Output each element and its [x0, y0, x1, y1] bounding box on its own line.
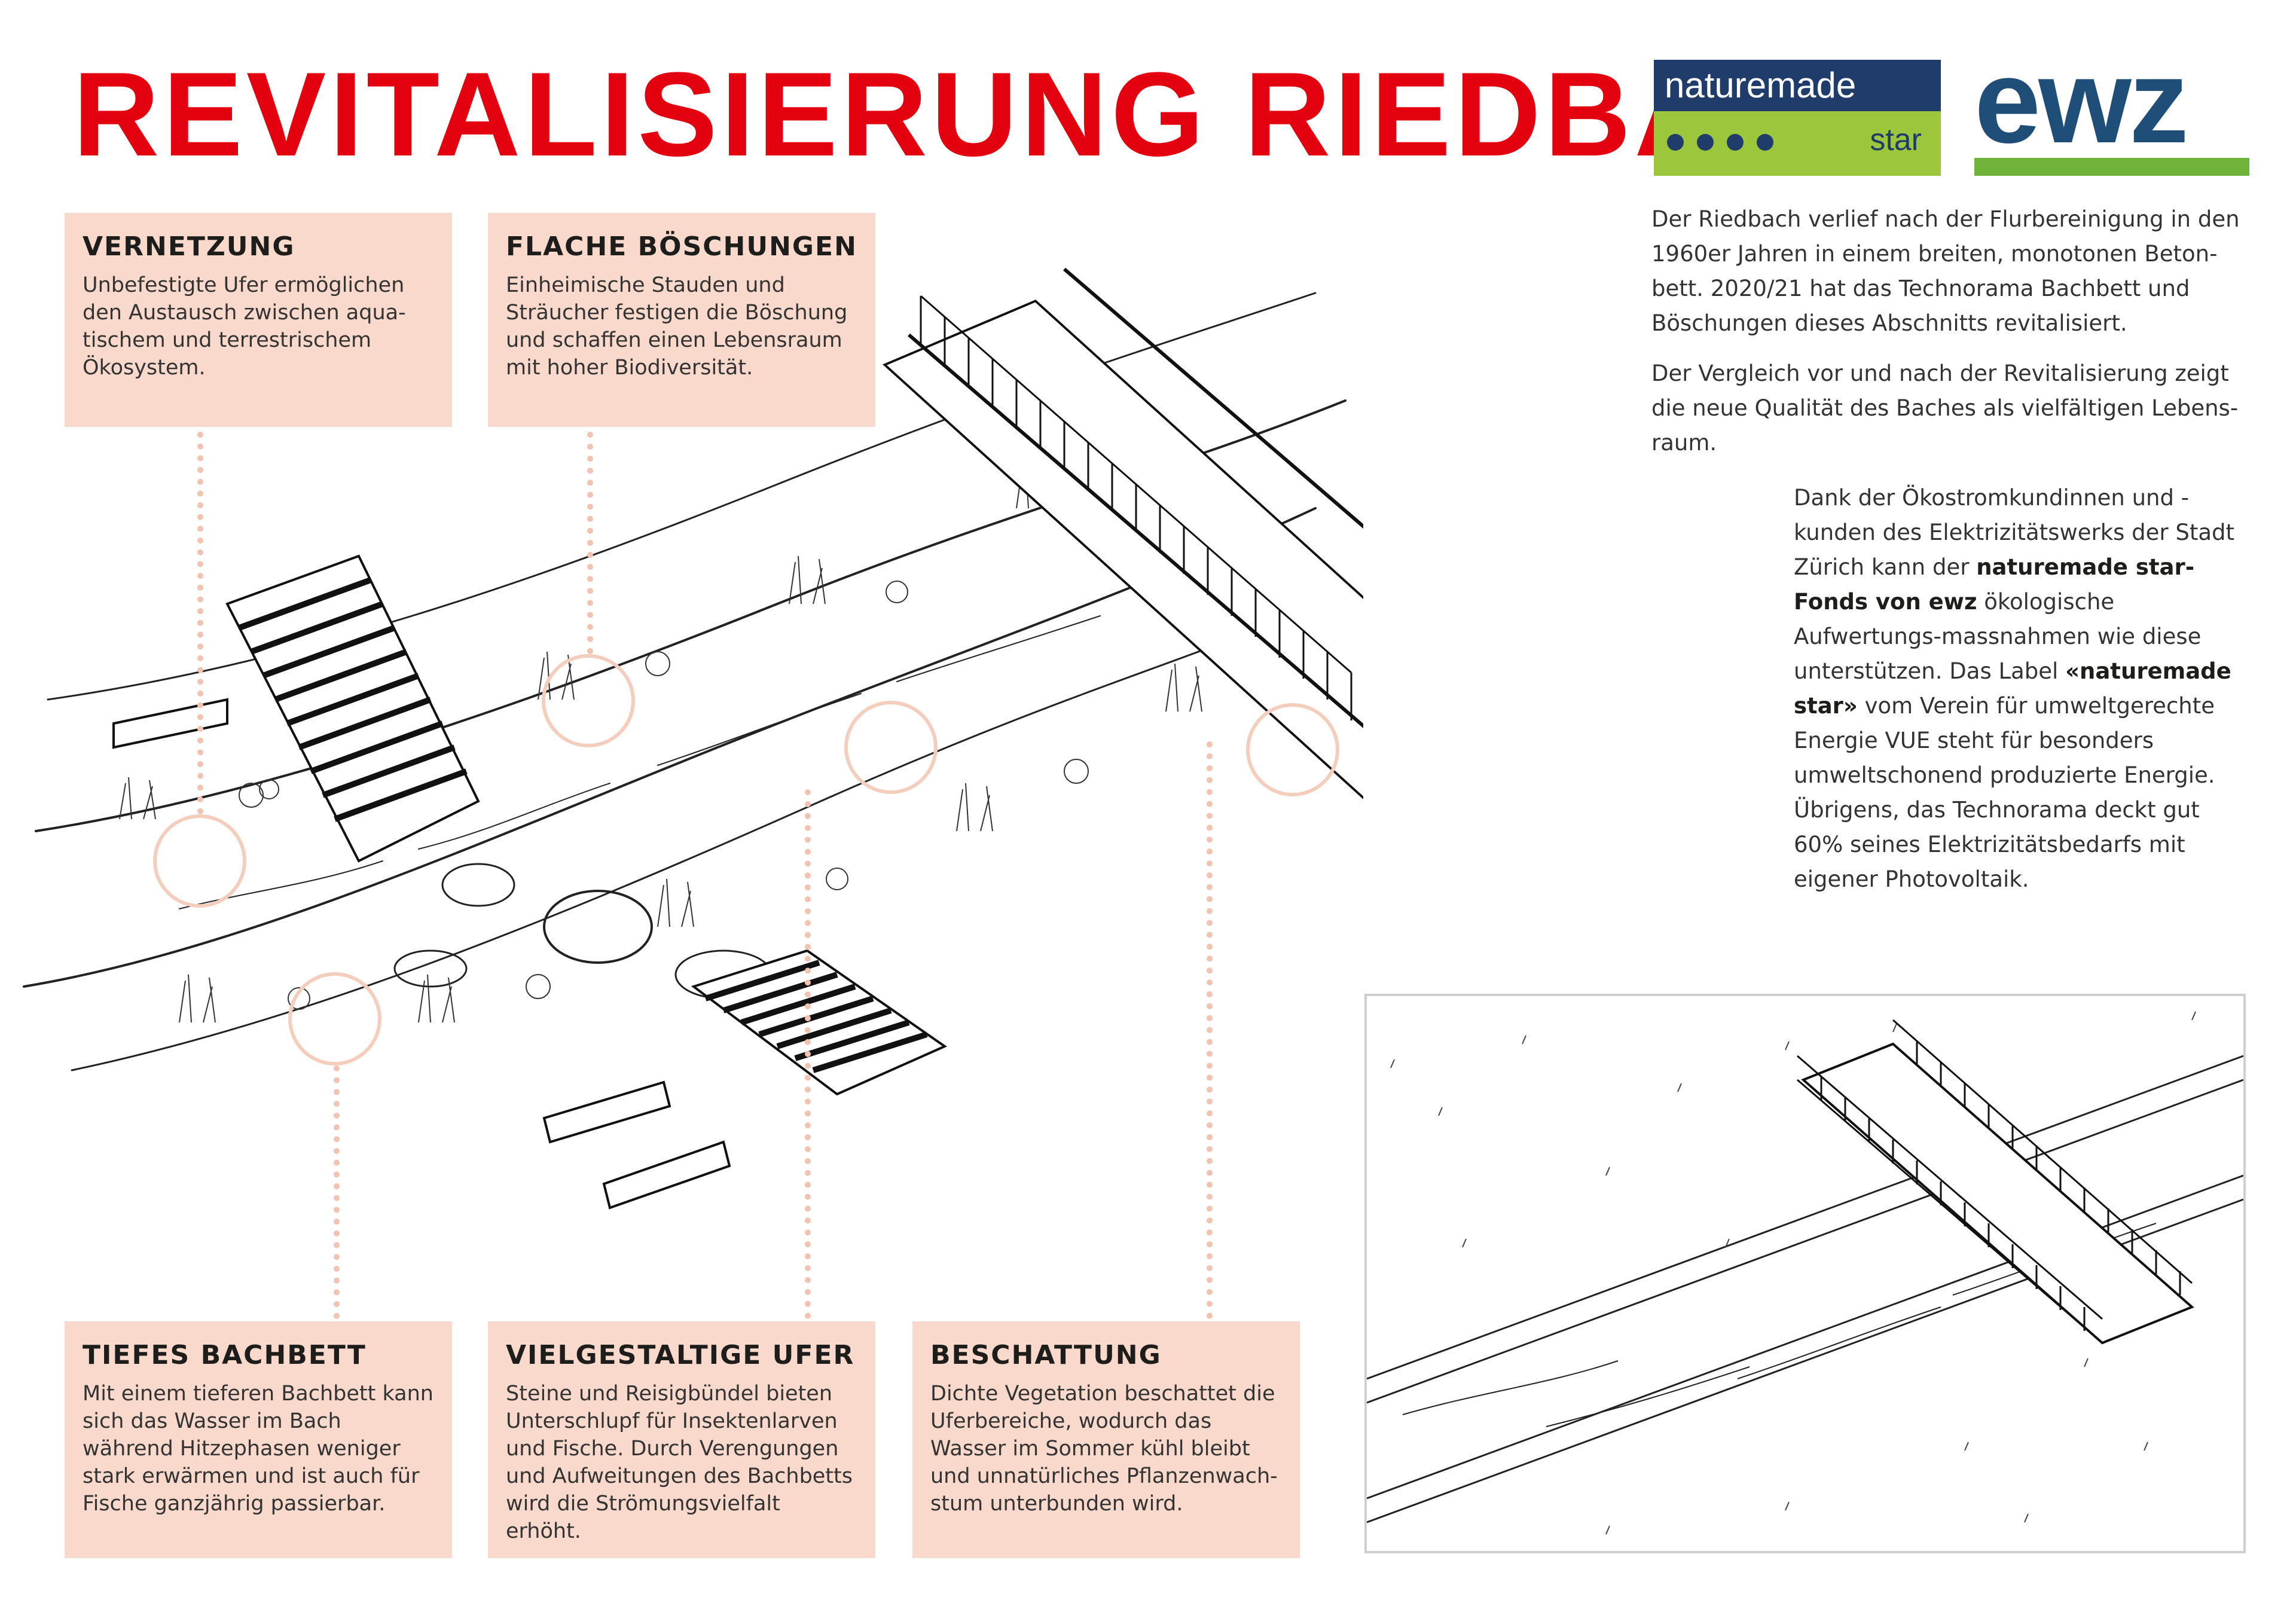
card-text: Mit einem tieferen Bachbett kann sich da…	[83, 1382, 433, 1516]
card-title: FLACHE BÖSCHUNGEN	[506, 231, 857, 262]
card-vielgestaltige-ufer: VIELGESTALTIGE UFER Steine und Reisigbün…	[488, 1321, 875, 1558]
leader-line-vernetzung	[197, 432, 203, 814]
leader-line-bachbett	[334, 1065, 340, 1319]
intro-paragraph-1: Der Riedbach verlief nach der Flurberein…	[1651, 206, 2240, 336]
ewz-logo-bar	[1974, 158, 2249, 176]
card-title: BESCHATTUNG	[930, 1340, 1162, 1370]
leader-line-boeschungen	[587, 432, 593, 654]
intro-text: Der Riedbach verlief nach der Flurberein…	[1651, 202, 2255, 476]
naturemade-logo-star-text: star	[1870, 123, 1922, 157]
stream-illustration	[23, 267, 1363, 1210]
card-vernetzung: VERNETZUNG Unbefestigte Ufer ermöglichen…	[65, 213, 452, 427]
callout-circle-ufer	[844, 701, 938, 794]
logo-dot-icon	[1697, 134, 1714, 151]
card-text: Unbefestigte Ufer ermöglichen den Austau…	[83, 273, 406, 380]
card-beschattung: BESCHATTUNG Dichte Vegetation beschattet…	[912, 1321, 1300, 1558]
naturemade-logo-text: naturemade	[1654, 60, 1941, 111]
card-title: TIEFES BACHBETT	[83, 1340, 367, 1370]
leader-line-beschattung	[1207, 741, 1213, 1319]
callout-circle-bachbett	[288, 972, 381, 1065]
card-text: Dichte Vegetation beschattet die Uferber…	[930, 1382, 1278, 1516]
callout-circle-vernetzung	[153, 814, 246, 908]
card-tiefes-bachbett: TIEFES BACHBETT Mit einem tieferen Bachb…	[65, 1321, 452, 1558]
logo-dot-icon	[1667, 134, 1684, 151]
funding-text-part: ökologische Aufwertungs-massnahmen wie d…	[1794, 589, 2202, 684]
funding-text: Dank der Ökostromkundinnen und -kunden d…	[1794, 481, 2254, 912]
card-text: Einheimische Stauden und Sträucher festi…	[506, 273, 848, 380]
leader-line-ufer	[805, 789, 811, 1319]
funding-label-name: «naturemade star»	[1794, 658, 2231, 719]
ewz-logo-text: ewz	[1974, 35, 2189, 168]
callout-circle-boeschungen	[542, 654, 635, 747]
funding-text-part: vom Verein für umweltgerechte Energie VU…	[1794, 693, 2215, 892]
concrete-channel-illustration	[1367, 1011, 2243, 1535]
card-title: VERNETZUNG	[83, 231, 295, 262]
card-title: VIELGESTALTIGE UFER	[506, 1340, 855, 1370]
card-flache-boeschungen: FLACHE BÖSCHUNGEN Einheimische Stauden u…	[488, 213, 875, 427]
before-comparison-inset	[1364, 994, 2246, 1553]
naturemade-star-logo: naturemade star	[1654, 60, 1941, 176]
ewz-logo: ewz	[1974, 35, 2249, 176]
card-text: Steine und Reisigbündel bieten Unterschl…	[506, 1382, 853, 1543]
intro-paragraph-2: Der Vergleich vor und nach der Revitalis…	[1651, 361, 2239, 456]
callout-circle-beschattung	[1246, 703, 1339, 796]
logo-dot-icon	[1757, 134, 1773, 151]
funding-fund-name: naturemade star-Fonds von ewz	[1794, 554, 2195, 615]
logo-dot-icon	[1727, 134, 1744, 151]
funding-text-part: Dank der Ökostromkundinnen und -kunden d…	[1794, 485, 2235, 580]
page-title: REVITALISIERUNG RIEDBACH	[73, 48, 1904, 181]
